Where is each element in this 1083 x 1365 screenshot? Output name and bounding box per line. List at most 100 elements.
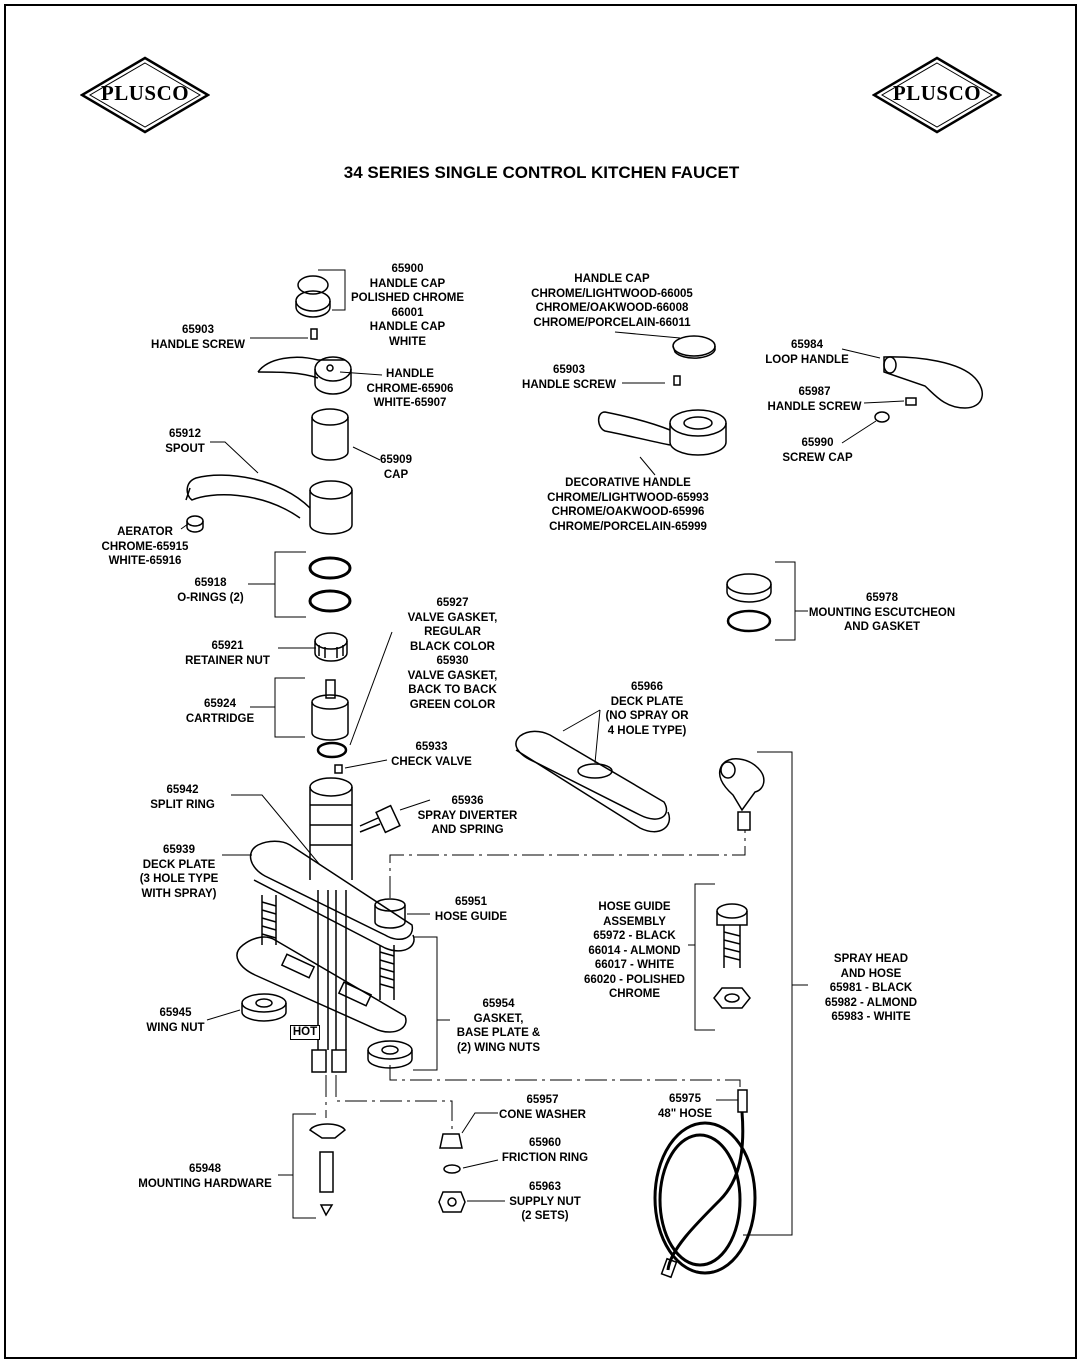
o-ring-part: [308, 556, 352, 580]
escutcheon-gasket-part: [726, 609, 772, 633]
cartridge-part: [311, 679, 349, 741]
leader-line: [614, 331, 681, 339]
leader-line: [210, 441, 259, 474]
decorative-handle-part: [597, 409, 727, 456]
logo-text: PLUSCO: [100, 81, 190, 105]
leader-line: [231, 794, 321, 866]
spout-part: [185, 474, 353, 535]
leader-line: [180, 523, 189, 530]
valve-body-part: [309, 777, 353, 880]
leader-line: [349, 631, 393, 746]
hose-route-line: [335, 1075, 453, 1130]
leader-line: [344, 759, 388, 769]
hose-guide-part: [374, 898, 406, 929]
deck-plate-nospray-part: [515, 730, 671, 833]
deck-plate-3hole-part: [249, 840, 415, 952]
spray-head-part: [718, 758, 765, 831]
leader-line: [639, 456, 656, 476]
leader-line: [462, 1159, 499, 1169]
logo-text: PLUSCO: [892, 81, 982, 105]
bracket-line: [413, 936, 450, 1071]
leader-line: [863, 400, 905, 404]
cone-washer-part: [439, 1133, 463, 1149]
bracket-line: [743, 751, 808, 1236]
mounting-escutcheon-part: [726, 573, 772, 603]
handle-screw-part: [905, 397, 917, 406]
logo-diamond-icon: [872, 56, 1002, 134]
aerator-part: [186, 515, 204, 533]
leader-line: [352, 446, 381, 461]
leader-line: [562, 709, 601, 764]
bracket-line: [775, 561, 808, 641]
handle-screw-part: [310, 328, 318, 340]
valve-gasket-part: [316, 741, 348, 759]
spray-diverter-part: [359, 804, 401, 834]
bracket-line: [278, 1113, 316, 1219]
leader-line: [461, 1112, 498, 1134]
handle-screw-part: [673, 375, 681, 386]
bracket-line: [248, 551, 306, 618]
leader-line: [399, 799, 431, 811]
plusco-logo-right: PLUSCO: [872, 56, 1002, 134]
retainer-nut-part: [314, 632, 348, 662]
leader-line: [339, 371, 383, 376]
decorative-handle-cap-part: [672, 335, 716, 359]
wing-nut-part: [241, 993, 287, 1022]
friction-ring-part: [443, 1164, 461, 1174]
loop-handle-part: [883, 356, 984, 409]
leader-line: [841, 420, 877, 444]
cap-part: [311, 408, 349, 461]
leader-line: [841, 348, 881, 359]
o-ring-part: [308, 589, 352, 613]
hose-route-line: [389, 1065, 741, 1092]
leader-line: [206, 1009, 241, 1021]
hose-route-line: [389, 830, 746, 898]
leader-line: [318, 269, 346, 311]
hot-marker: HOT: [290, 1025, 320, 1040]
threaded-shank-part: [261, 895, 395, 1000]
mounting-hardware-part: [308, 1123, 346, 1217]
base-plate-part: [236, 936, 407, 1033]
handle-cap-part: [295, 275, 331, 318]
hose-guide-assembly-part: [713, 903, 751, 1009]
wing-nut-part: [367, 1040, 413, 1069]
logo-diamond-icon: [80, 56, 210, 134]
bracket-line: [250, 677, 305, 738]
handle-lever-part: [257, 356, 352, 395]
plusco-logo-left: PLUSCO: [80, 56, 210, 134]
page-border: [4, 4, 1077, 1359]
screw-cap-part: [874, 411, 890, 423]
check-valve-part: [334, 764, 343, 774]
supply-nut-part: [438, 1191, 466, 1213]
page-title: 34 SERIES SINGLE CONTROL KITCHEN FAUCET: [343, 163, 740, 182]
